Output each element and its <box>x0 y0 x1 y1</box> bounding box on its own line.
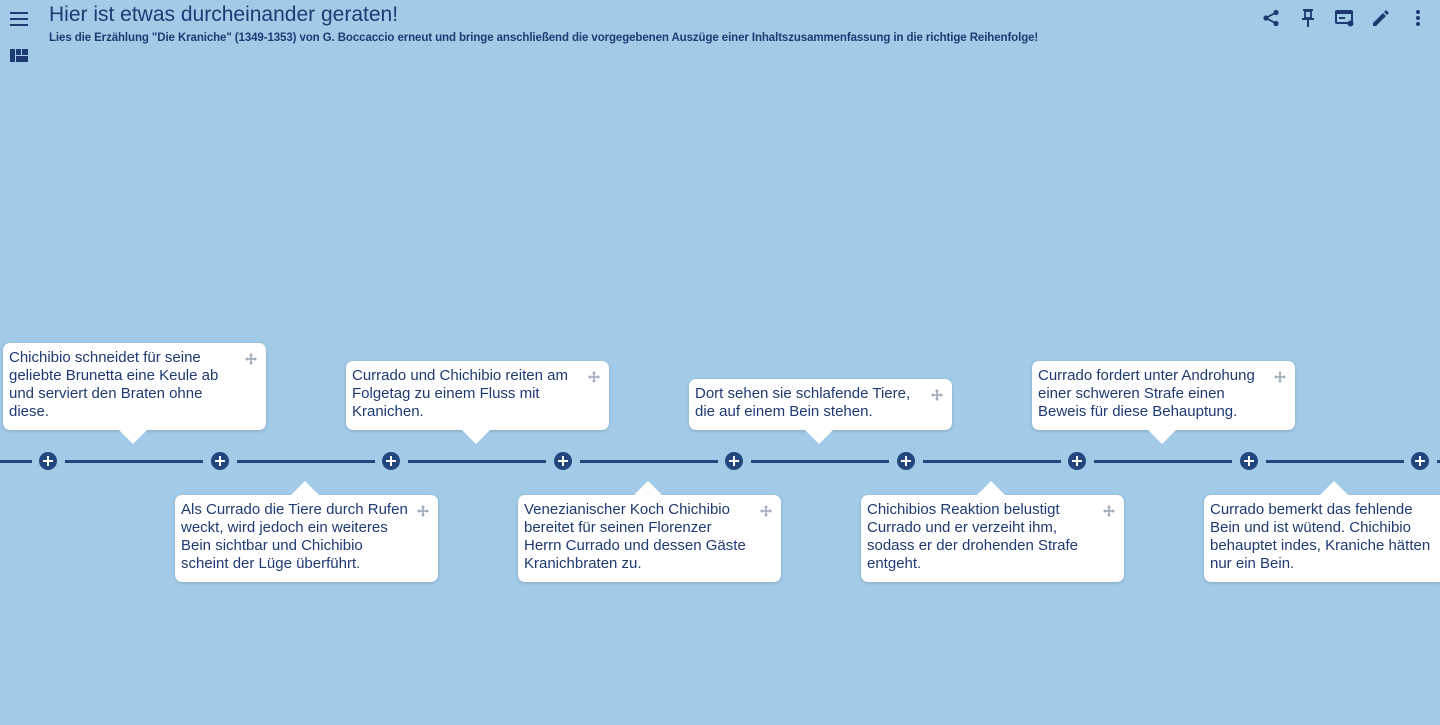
timeline-card[interactable]: Chichibio schneidet für seine geliebte B… <box>3 343 266 444</box>
timeline-segment <box>0 460 32 463</box>
card-pointer <box>462 430 490 444</box>
card-pointer <box>977 481 1005 495</box>
card-text: Chichibios Reaktion belustigt Currado un… <box>867 501 1078 572</box>
timeline-card[interactable]: Venezianischer Koch Chichibio bereitet f… <box>518 481 781 582</box>
plus-icon <box>1415 456 1425 466</box>
page-subtitle: Lies die Erzählung "Die Kraniche" (1349-… <box>49 32 1039 44</box>
add-item-button[interactable] <box>1411 452 1429 470</box>
plus-icon <box>558 456 568 466</box>
timeline-segment <box>580 460 718 463</box>
move-icon[interactable] <box>245 353 257 365</box>
add-item-button[interactable] <box>554 452 572 470</box>
card-pointer <box>291 481 319 495</box>
card-text: Venezianischer Koch Chichibio bereitet f… <box>524 501 746 572</box>
timeline-card[interactable]: Currado und Chichibio reiten am Folgetag… <box>346 361 609 444</box>
timeline-segment <box>1094 460 1232 463</box>
plus-icon <box>215 456 225 466</box>
plus-icon <box>1072 456 1082 466</box>
card-pointer <box>634 481 662 495</box>
add-item-button[interactable] <box>1068 452 1086 470</box>
timeline-card[interactable]: Currado bemerkt das fehlende Bein und is… <box>1204 481 1440 582</box>
plus-icon <box>43 456 53 466</box>
timeline-segment <box>65 460 203 463</box>
plus-icon <box>1244 456 1254 466</box>
plus-icon <box>901 456 911 466</box>
page-title: Hier ist etwas durcheinander geraten! <box>49 3 399 26</box>
header-bar: Hier ist etwas durcheinander geraten! Li… <box>0 0 1440 70</box>
timeline-segment <box>237 460 375 463</box>
card-pointer <box>119 430 147 444</box>
move-icon[interactable] <box>931 389 943 401</box>
card-text: Als Currado die Tiere durch Rufen weckt,… <box>181 501 408 572</box>
layout-icon[interactable] <box>9 47 29 63</box>
add-item-button[interactable] <box>725 452 743 470</box>
move-icon[interactable] <box>1103 505 1115 517</box>
move-icon[interactable] <box>1274 371 1286 383</box>
timeline-segment <box>923 460 1061 463</box>
slideshow-icon[interactable] <box>1334 8 1356 28</box>
card-pointer <box>1320 481 1348 495</box>
timeline-card[interactable]: Als Currado die Tiere durch Rufen weckt,… <box>175 481 438 582</box>
move-icon[interactable] <box>760 505 772 517</box>
add-item-button[interactable] <box>39 452 57 470</box>
add-item-button[interactable] <box>897 452 915 470</box>
share-icon[interactable] <box>1261 8 1281 28</box>
timeline-segment <box>751 460 889 463</box>
timeline-segment <box>1266 460 1404 463</box>
plus-icon <box>386 456 396 466</box>
card-text: Chichibio schneidet für seine geliebte B… <box>9 349 219 420</box>
menu-icon[interactable] <box>8 8 30 30</box>
edit-icon[interactable] <box>1371 8 1391 28</box>
move-icon[interactable] <box>417 505 429 517</box>
timeline-card[interactable]: Currado fordert unter Androhung einer sc… <box>1032 361 1295 444</box>
add-item-button[interactable] <box>211 452 229 470</box>
card-text: Currado fordert unter Androhung einer sc… <box>1038 367 1255 420</box>
timeline-segment <box>1437 460 1440 463</box>
card-text: Currado bemerkt das fehlende Bein und is… <box>1210 501 1431 572</box>
card-pointer <box>805 430 833 444</box>
add-item-button[interactable] <box>382 452 400 470</box>
pin-icon[interactable] <box>1298 8 1318 28</box>
timeline-card[interactable]: Dort sehen sie schlafende Tiere, die auf… <box>689 379 952 444</box>
card-text: Currado und Chichibio reiten am Folgetag… <box>352 367 568 420</box>
timeline-segment <box>408 460 546 463</box>
timeline-card[interactable]: Chichibios Reaktion belustigt Currado un… <box>861 481 1124 582</box>
move-icon[interactable] <box>588 371 600 383</box>
card-text: Dort sehen sie schlafende Tiere, die auf… <box>695 385 911 420</box>
plus-icon <box>729 456 739 466</box>
card-pointer <box>1148 430 1176 444</box>
more-vert-icon[interactable] <box>1410 8 1426 28</box>
add-item-button[interactable] <box>1240 452 1258 470</box>
